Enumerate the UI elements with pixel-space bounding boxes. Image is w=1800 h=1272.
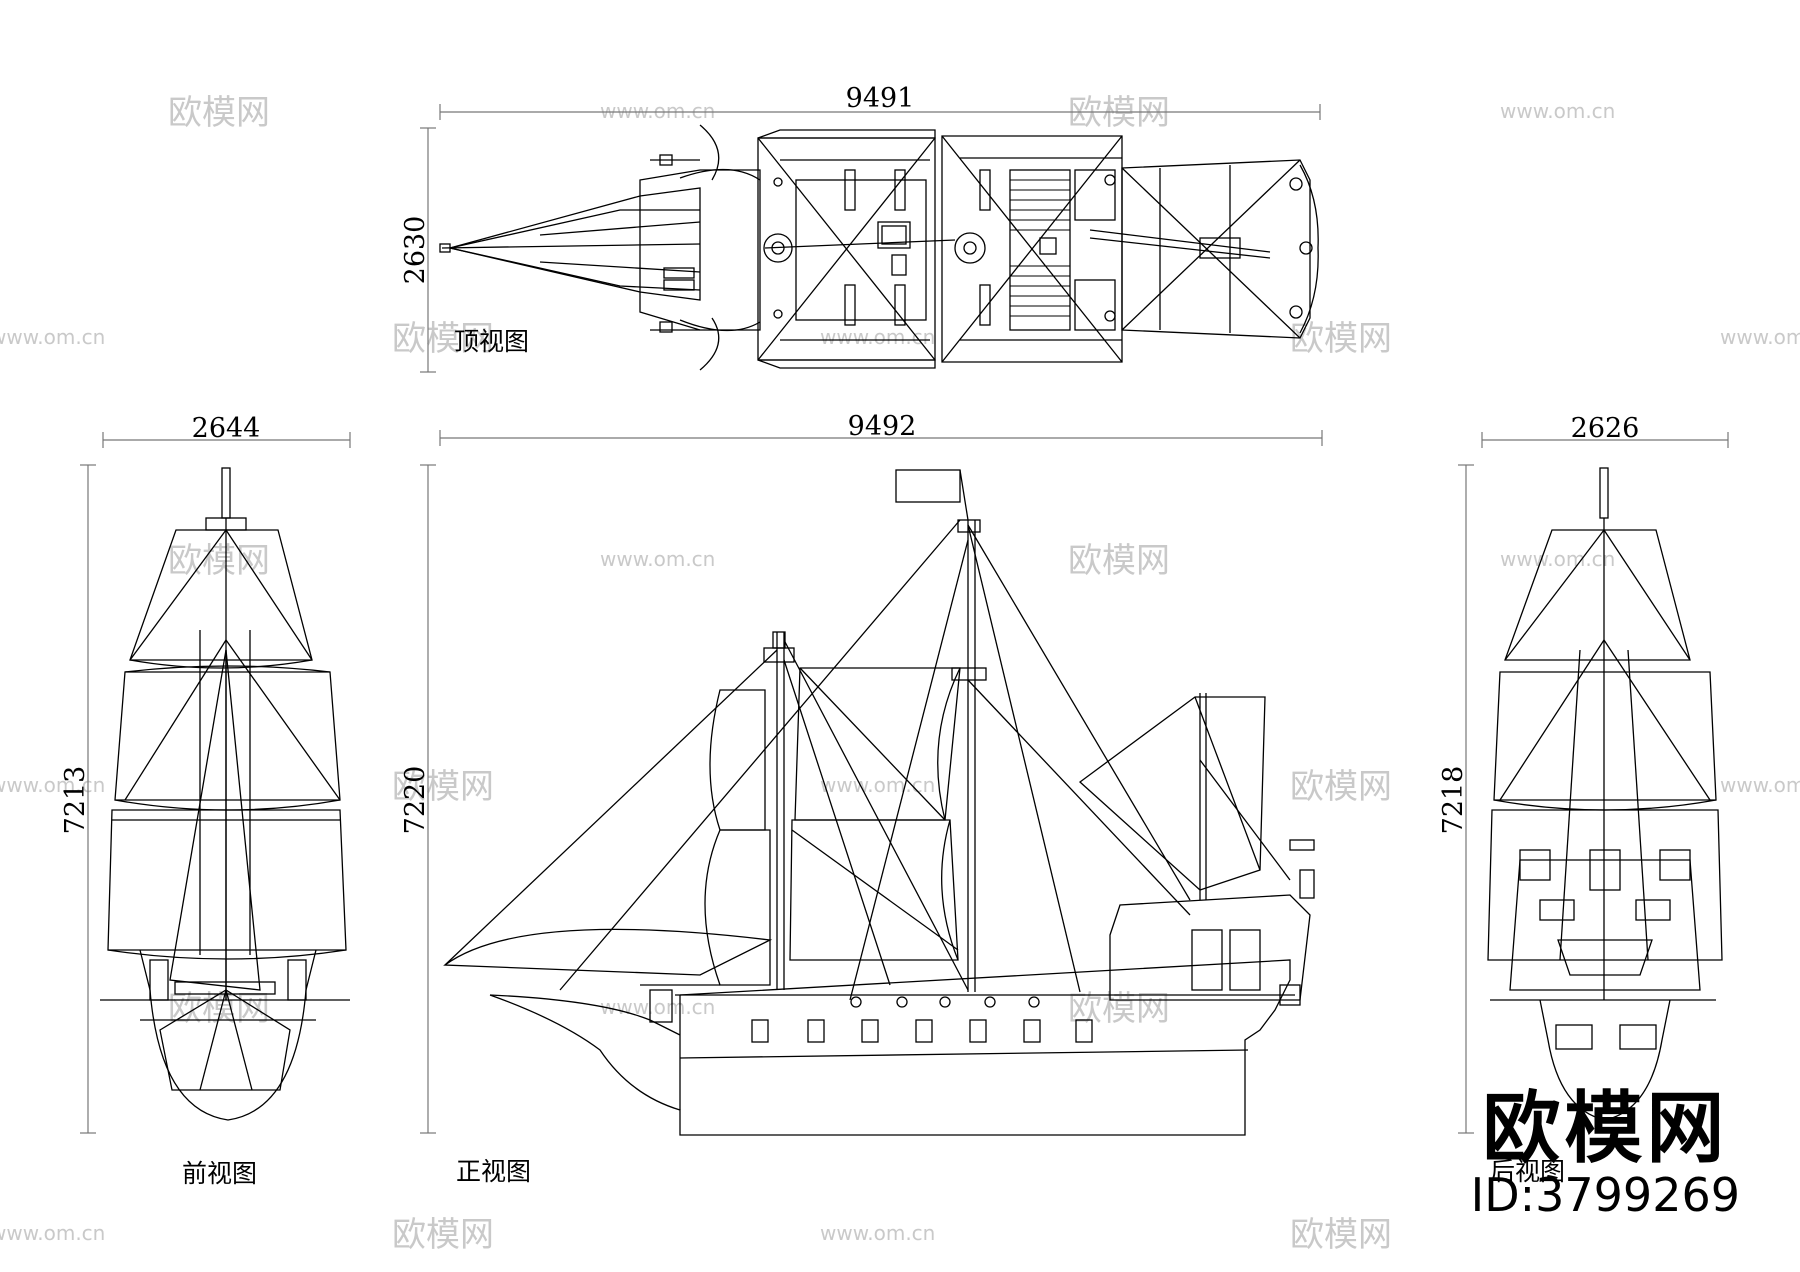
watermark-name: 欧模网 (1290, 319, 1392, 359)
watermark-site: www.om.cn (1720, 325, 1800, 349)
watermark-name: 欧模网 (392, 767, 494, 807)
watermark-site: www.om.cn (600, 547, 715, 571)
brand-logo: 欧模网 (1482, 1084, 1729, 1174)
side-view-width-dimension: 9492 (848, 411, 917, 442)
watermark-name: 欧模网 (168, 989, 270, 1029)
watermark-name: 欧模网 (1068, 989, 1170, 1029)
watermark-name: 欧模网 (168, 541, 270, 581)
dimension-lines (80, 104, 1729, 1134)
watermark-name: 欧模网 (168, 93, 270, 133)
watermark-name: 欧模网 (392, 1215, 494, 1255)
top-view-height-dimension: 2630 (400, 216, 431, 285)
rear-view-height-dimension: 7218 (1438, 766, 1469, 835)
watermark-site: www.om.cn (820, 773, 935, 797)
front-view-height-dimension: 7213 (60, 766, 91, 835)
watermark-site: www.om.cn (0, 1221, 105, 1245)
front-view-label: 前视图 (182, 1159, 257, 1188)
side-view-label: 正视图 (456, 1157, 531, 1186)
watermark-name: 欧模网 (1290, 767, 1392, 807)
watermark-site: www.om.cn (0, 325, 105, 349)
watermark-site: www.om.cn (820, 1221, 935, 1245)
watermark-site: www.om.cn (820, 325, 935, 349)
front-view-drawing (100, 467, 350, 1121)
rear-view-label: 后视图 (1490, 1157, 1565, 1186)
watermark-name: 欧模网 (392, 319, 494, 359)
rear-view-width-dimension: 2626 (1571, 413, 1640, 444)
brand-id: ID:3799269 (1470, 1168, 1740, 1222)
top-view-label: 顶视图 (454, 327, 529, 356)
top-view-width-dimension: 9491 (846, 83, 915, 114)
watermark-site: www.om.cn (1500, 547, 1615, 571)
top-view-drawing (439, 124, 1319, 371)
watermark-layer: 欧模网 www.om.cn 欧模网 www.om.cn www.om.cn 欧模… (0, 93, 1800, 1255)
watermark-site: www.om.cn (1500, 99, 1615, 123)
side-view-height-dimension: 7220 (400, 766, 431, 835)
watermark-name: 欧模网 (1068, 93, 1170, 133)
brand-block: 欧模网 ID:3799269 (1471, 1088, 1740, 1220)
watermark-site: www.om.cn (600, 99, 715, 123)
watermark-name: 欧模网 (1290, 1215, 1392, 1255)
side-view-drawing (443, 469, 1315, 1136)
watermark-site: www.om.cn (1720, 773, 1800, 797)
front-view-width-dimension: 2644 (192, 413, 261, 444)
rear-view-drawing (1487, 467, 1723, 1121)
watermark-name: 欧模网 (1068, 541, 1170, 581)
watermark-site: www.om.cn (600, 995, 715, 1019)
